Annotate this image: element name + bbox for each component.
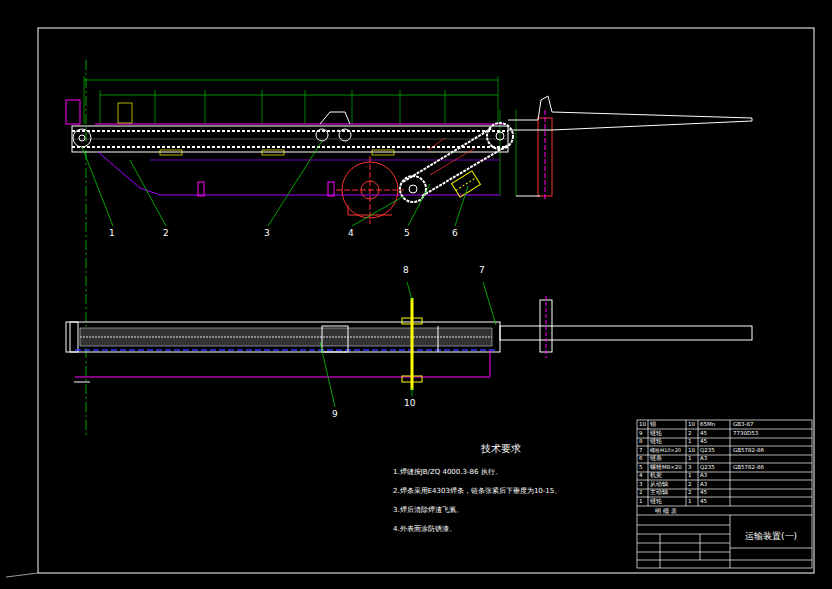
note-text: 4.外表面涂防锈漆。 [393,526,456,533]
table-cell: 45 [700,499,707,505]
table-cell: 7 [639,448,643,454]
table-cell: 链条 [650,456,662,462]
table-cell: 65Mn [700,422,715,428]
table-cell: 从动轴 [650,482,668,488]
table-cell: 主动轴 [650,490,668,496]
table-cell: A3 [700,482,707,488]
table-cell: 机架 [650,473,662,479]
table-cell: 1 [639,499,643,505]
table-cell: 45 [700,439,707,445]
callout-number: 4 [348,229,354,238]
table-cell: 销 [650,422,656,428]
table-cell: GB3-87 [733,422,754,428]
callout-number: 9 [332,410,338,419]
table-cell: 4 [639,473,643,479]
callout-number: 6 [452,229,458,238]
table-cell: 1 [688,439,692,445]
table-cell: 10 [688,422,695,428]
table-cell: Q235 [700,448,715,454]
table-cell: 2 [688,490,692,496]
drawing-title: 运输装置(一) [745,532,797,541]
note-text: 2.焊条采用E4303焊条，链条张紧后下垂度为10-15。 [393,488,561,495]
table-cell: 45 [700,431,707,437]
table-cell: 1 [688,456,692,462]
table-cell: 链轮 [650,439,662,445]
table-heading: 明 细 表 [655,508,677,514]
table-cell: 45 [700,490,707,496]
callout-number: 7 [479,266,485,275]
callout-number: 1 [109,229,115,238]
table-cell: 6 [639,456,643,462]
table-cell: 链轮 [650,431,662,437]
table-cell: 8 [639,439,643,445]
table-cell: 7730D53 [733,431,758,437]
table-cell: 10 [639,422,646,428]
table-cell: GB5782-86 [733,448,764,454]
table-cell: 1 [688,473,692,479]
note-text: 3.焊后清除焊渣飞溅。 [393,507,463,514]
table-cell: 9 [639,431,643,437]
note-heading: 技术要求 [481,444,521,454]
callout-number: 10 [404,399,415,408]
table-cell: 2 [639,490,643,496]
table-cell: 1 [688,499,692,505]
table-cell: 10 [688,448,695,454]
table-cell: 3 [688,465,692,471]
table-cell: 螺栓M8×20 [650,465,682,471]
table-cell: A3 [700,473,707,479]
table-cell: 螺栓M10×20 [650,448,681,453]
note-text: 1.焊缝按JB/ZQ 4000.3-86 执行。 [393,469,502,476]
callout-number: 2 [163,229,169,238]
table-cell: Q235 [700,465,715,471]
table-cell: 5 [639,465,643,471]
table-cell: 2 [688,431,692,437]
callout-number: 3 [264,229,270,238]
table-cell: GB5782-86 [733,465,764,471]
table-cell: 链轮 [650,499,662,505]
table-cell: A3 [700,456,707,462]
callout-number: 8 [403,266,409,275]
table-cell: 2 [688,482,692,488]
table-cell: 3 [639,482,643,488]
callout-number: 5 [404,229,410,238]
